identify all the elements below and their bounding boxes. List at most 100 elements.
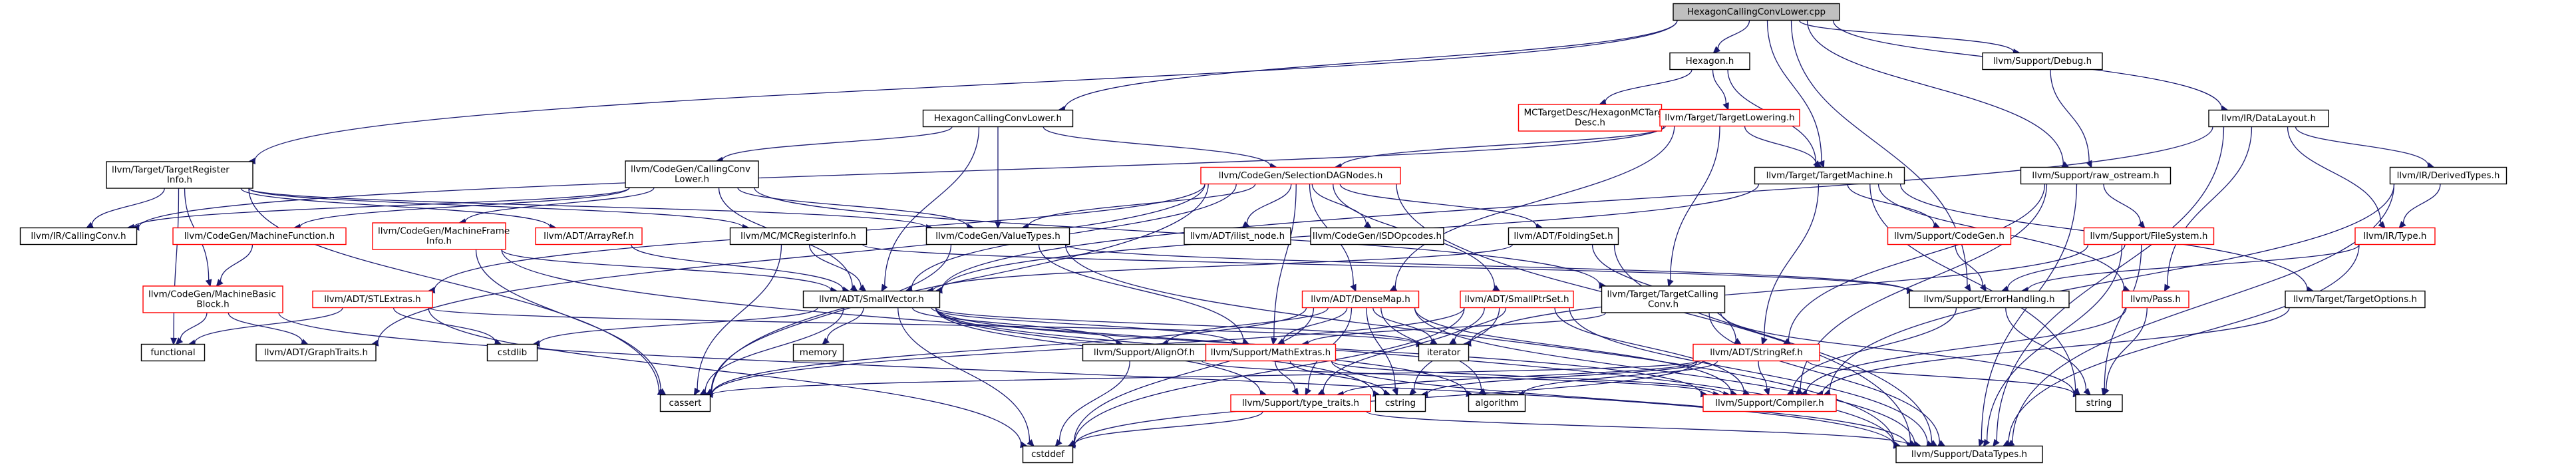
edge-line [862, 243, 1908, 291]
node-box [535, 227, 643, 245]
node-box [1374, 394, 1426, 412]
node-cstring[interactable]: cstring [1374, 394, 1426, 412]
node-stlextras[interactable]: llvm/ADT/STLExtras.h [312, 290, 433, 309]
node-ircallingconv[interactable]: llvm/IR/CallingConv.h [19, 227, 138, 245]
node-box [172, 227, 347, 245]
node-box [2075, 394, 2123, 412]
node-densemap[interactable]: llvm/ADT/DenseMap.h [1301, 290, 1420, 309]
node-valuetypes[interactable]: llvm/CodeGen/ValueTypes.h [925, 227, 1070, 245]
node-label: llvm/ADT/GraphTraits.h [264, 347, 368, 358]
node-cstdlib[interactable]: cstdlib [486, 343, 538, 362]
node-tlowering[interactable]: llvm/Target/TargetLowering.h [1659, 108, 1800, 127]
edge-line [722, 126, 953, 160]
node-box [1895, 445, 2043, 464]
node-hexagon[interactable]: Hexagon.h [1669, 52, 1750, 71]
node-label: llvm/Target/TargetMachine.h [1766, 170, 1893, 181]
edge-arrowhead [1027, 439, 1035, 447]
edge-toptions-to-compiler [1815, 307, 2290, 397]
node-datalayout[interactable]: llvm/IR/DataLayout.h [2208, 109, 2329, 128]
node-filesystem[interactable]: llvm/Support/FileSystem.h [2083, 227, 2215, 245]
node-smallptrset[interactable]: llvm/ADT/SmallPtrSet.h [1460, 290, 1574, 309]
node-smallvector[interactable]: llvm/ADT/SmallVector.h [802, 290, 941, 309]
node-datatypes[interactable]: llvm/Support/DataTypes.h [1895, 445, 2043, 464]
node-cgsupport[interactable]: llvm/Support/CodeGen.h [1887, 227, 2012, 245]
edge-tlowering-to-seldag [1334, 126, 1666, 170]
edge-hcclower-to-seldag [1043, 126, 1278, 170]
node-errorhandling[interactable]: llvm/Support/ErrorHandling.h [1909, 290, 2070, 309]
node-foldingset[interactable]: llvm/ADT/FoldingSet.h [1508, 227, 1619, 245]
edge-line [2103, 184, 2142, 224]
node-isdopcodes[interactable]: llvm/CodeGen/ISDOpcodes.h [1310, 227, 1444, 245]
node-tmachine[interactable]: llvm/Target/TargetMachine.h [1754, 166, 1905, 185]
node-box [1082, 343, 1207, 362]
edge-tmachine-to-stringref [1761, 184, 1820, 346]
edge-rawostream-to-stringref [1782, 184, 2046, 345]
node-box [1692, 343, 1820, 362]
edge-datalayout-to-derivedtypes [2295, 126, 2435, 169]
edge-line [897, 307, 1031, 442]
node-memory[interactable]: memory [792, 343, 844, 362]
edge-errorhandling-to-string [2005, 307, 2091, 396]
node-mcreginfo[interactable]: llvm/MC/MCRegisterInfo.h [729, 227, 868, 245]
node-typetraits[interactable]: llvm/Support/type_traits.h [1230, 394, 1371, 412]
node-rawostream[interactable]: llvm/Support/raw_ostream.h [2020, 166, 2172, 185]
node-irtype[interactable]: llvm/IR/Type.h [2354, 227, 2436, 245]
edge-arrowhead [1350, 283, 1357, 292]
node-mathextras[interactable]: llvm/Support/MathExtras.h [1205, 343, 1337, 362]
node-ilistnode[interactable]: llvm/ADT/ilist_node.h [1184, 227, 1291, 245]
edge-line [1394, 126, 1675, 288]
node-label: string [2086, 398, 2112, 408]
node-stringref[interactable]: llvm/ADT/StringRef.h [1692, 343, 1820, 362]
node-algorithm[interactable]: algorithm [1468, 394, 1526, 412]
node-cgcallingconv[interactable]: llvm/CodeGen/CallingConvLower.h [625, 160, 759, 188]
node-label: cassert [669, 398, 702, 408]
node-label: Info.h [426, 236, 452, 247]
node-box [1887, 227, 2012, 245]
node-graphtraits[interactable]: llvm/ADT/GraphTraits.h [255, 343, 377, 362]
edge-arrowhead [1667, 279, 1674, 287]
edge-root-to-debug [1798, 20, 2021, 56]
node-debug[interactable]: llvm/Support/Debug.h [1982, 52, 2103, 71]
node-toptions[interactable]: llvm/Target/TargetOptions.h [2285, 290, 2426, 309]
node-box [142, 285, 283, 313]
edge-arrowhead [2086, 160, 2092, 168]
node-compiler[interactable]: llvm/Support/Compiler.h [1702, 394, 1837, 412]
node-cstddef[interactable]: cstddef [1022, 445, 1074, 464]
node-root[interactable]: HexagonCallingConvLower.cpp [1673, 3, 1840, 21]
edge-line [1955, 244, 1983, 286]
edge-line [1470, 244, 2089, 344]
edge-arrowhead [1763, 387, 1770, 396]
edge-arrowhead [2378, 221, 2386, 229]
node-string[interactable]: string [2075, 394, 2123, 412]
edge-root-to-errorhandling [1790, 20, 1971, 292]
node-label: llvm/MC/MCRegisterInfo.h [740, 231, 856, 241]
edge-irtype-to-datatypes [2002, 244, 2360, 447]
edge-line [475, 249, 661, 392]
edge-cgsupport-to-errorhandling [1955, 244, 1987, 292]
edge-line [1806, 20, 2064, 165]
node-derivedtypes[interactable]: llvm/IR/DerivedTypes.h [2389, 166, 2507, 185]
edge-densemap-to-cstring [1366, 307, 1398, 396]
node-pass[interactable]: llvm/Pass.h [2122, 290, 2189, 309]
node-label: llvm/ADT/ArrayRef.h [544, 231, 634, 241]
node-cassert[interactable]: cassert [659, 394, 711, 412]
node-machinefunction[interactable]: llvm/CodeGen/MachineFunction.h [172, 227, 347, 245]
node-alignof[interactable]: llvm/Support/AlignOf.h [1082, 343, 1207, 362]
edge-line [428, 307, 1418, 345]
edge-hexagon-to-mctarget [1598, 69, 1692, 106]
edge-arrowhead [2164, 283, 2171, 292]
node-label: memory [800, 347, 837, 358]
edge-line [1073, 307, 1315, 444]
node-functional[interactable]: functional [140, 343, 206, 362]
node-seldag[interactable]: llvm/CodeGen/SelectionDAGNodes.h [1200, 166, 1401, 185]
edge-line [1847, 184, 1935, 226]
node-arrayref[interactable]: llvm/ADT/ArrayRef.h [535, 227, 643, 245]
node-hcclower[interactable]: HexagonCallingConvLower.h [922, 109, 1074, 128]
node-iterator[interactable]: iterator [1418, 343, 1470, 362]
node-label: llvm/ADT/STLExtras.h [324, 294, 420, 305]
